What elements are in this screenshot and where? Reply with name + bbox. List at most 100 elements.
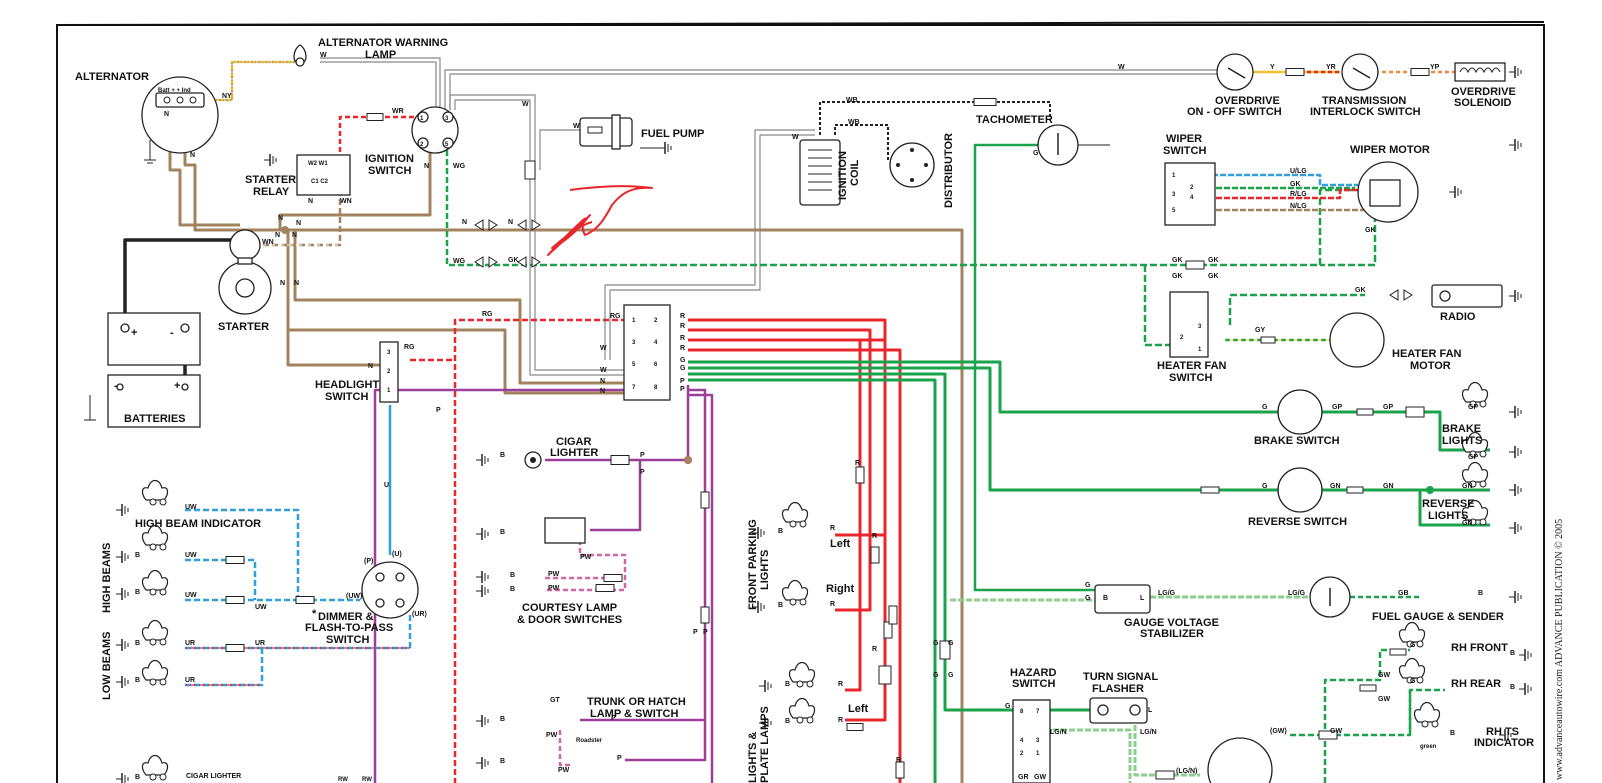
wire-wg [445,150,530,267]
alternator [141,76,219,164]
wire-rlg [1200,188,1360,200]
code-n-10: N [294,280,299,287]
label-high-beam-indicator: HIGH BEAM INDICATOR [135,518,261,530]
code-g-3: G [1262,404,1268,411]
ground-symbol [476,454,489,466]
label-brake-lights-2: LIGHTS [1442,435,1482,447]
code-yp: YP [1430,64,1440,71]
ground-symbol [476,571,489,583]
inline-connector [295,596,315,604]
inline-connector [595,584,615,592]
wire-p-4 [688,393,714,783]
code-g-10: G [1085,595,1091,602]
wire-g-4 [688,378,937,783]
code-n-8: N [292,232,297,239]
code-gk-1: GK [508,257,519,264]
ground-symbol [116,676,129,688]
label-tachometer: TACHOMETER [976,114,1053,126]
bullet-connector [474,219,498,231]
code-b-5: B [135,774,140,781]
junction-dot [281,226,289,234]
wire-n-fuse-b [288,328,633,395]
lamp-symbol [141,619,169,646]
code-r-12: R [896,757,901,764]
lamp-symbol [1398,657,1426,684]
ground-symbol [116,504,129,516]
ground-symbol [752,601,765,613]
code-gn-1: GN [1330,483,1341,490]
code-ur-3: UR [185,677,195,684]
junction-dot [684,456,692,464]
code-uw-4: UW [255,604,267,611]
term-hf-1: 1 [1198,347,1202,353]
wire-gk [530,188,1355,267]
wire-rg [453,318,636,783]
ground-symbol [759,717,772,729]
wire-ulg [1180,173,1360,187]
label-rh-front: RH FRONT [1451,642,1508,654]
code-b-6: B [500,452,505,459]
inline-connector [225,644,245,652]
code-pw-5: PW [558,767,570,774]
inline-connector [1260,336,1276,344]
wire-r-4 [688,348,902,783]
ground-symbol [1509,66,1522,78]
code-gw-3: GW [1378,672,1390,679]
inline-connector [1405,406,1425,418]
code-gn-2: GN [1383,483,1394,490]
inline-connector [973,98,997,106]
code-b-2: B [135,589,140,596]
term-hz-1: 1 [1036,751,1040,757]
courtesy-switch [544,517,586,544]
code-lgg-1: LG/G [1158,590,1176,597]
code-g-5: G [933,640,939,647]
bullet-connector [474,256,498,268]
code-n-4: N [308,198,313,205]
label-dimmer-3: SWITCH [326,634,369,646]
code-r-5: R [855,460,860,467]
code-p-5: P [640,469,645,476]
ground-symbol [476,757,489,769]
label-reverse-switch: REVERSE SWITCH [1248,516,1347,528]
code-r-11: R [838,717,843,724]
connectors [225,68,1434,780]
code-b-12: B [778,528,783,535]
inline-connector [1389,648,1407,656]
wire-p-5 [590,460,642,532]
label-transmission-switch-2: INTERLOCK SWITCH [1310,106,1421,118]
inline-connector [225,556,245,564]
wire-g-2 [688,366,1290,492]
inline-connector [883,621,893,639]
label-brake-switch: BRAKE SWITCH [1254,435,1340,447]
inline-connector [1185,260,1205,270]
code-gp-2: GP [1383,404,1393,411]
code-n-13: N [600,378,605,385]
code-gr: GR [1018,774,1029,781]
ground-symbol [116,773,129,783]
code-lgn-2: LG/N [1140,729,1157,736]
label-cigar-lighter-bottom: CIGAR LIGHTER [186,773,241,780]
code-rw-2: RW [362,777,372,783]
term-ign-5: 5 [445,142,449,148]
label-right: Right [826,583,854,595]
label-courtesy-2: & DOOR SWITCHES [517,614,622,626]
code-p-4: P [640,452,645,459]
label-starter: STARTER [218,321,269,333]
code-gk-6: GK [1172,273,1183,280]
wire-g-tach [973,143,1095,592]
label-trunk-1: TRUNK OR HATCH [587,696,686,708]
code-g-8: G [948,672,954,679]
junction-dot [1426,486,1434,494]
wire-p-3 [625,388,707,762]
label-dimmer-star: * [312,608,317,620]
code-g-tach: G [1033,150,1039,157]
wire-g-1 [688,360,1280,414]
code-gp-4: GP [1468,454,1478,461]
term-fuse-5: 5 [632,362,636,368]
code-yr: YR [1326,64,1336,71]
code-rg-1: RG [482,311,493,318]
code-b-8: B [510,572,515,579]
code-pos-1: + [131,327,137,339]
inline-connector [603,574,623,582]
inline-connector [846,723,864,731]
